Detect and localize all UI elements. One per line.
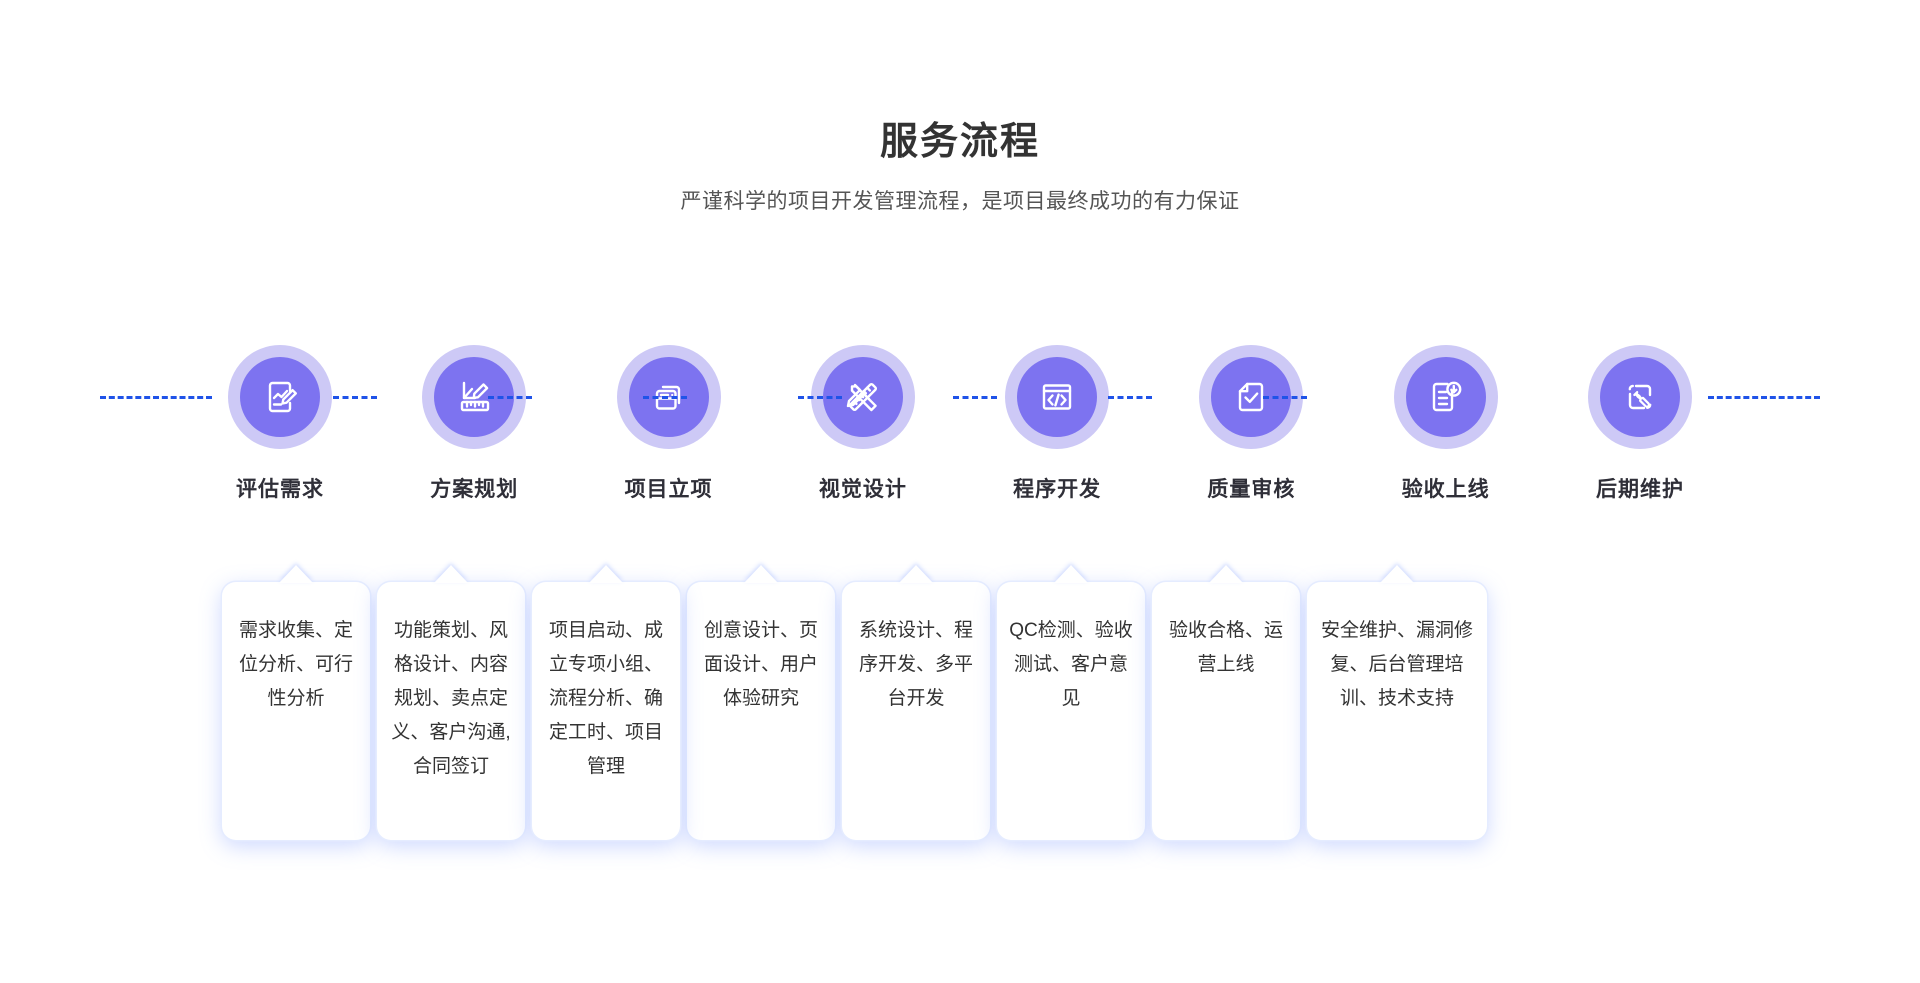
step-icon-ring-1 — [228, 345, 332, 449]
step-label-2: 方案规划 — [430, 478, 519, 501]
document-check-icon — [1230, 376, 1272, 418]
page-subtitle: 严谨科学的项目开发管理流程，是项目最终成功的有力保证 — [680, 190, 1240, 214]
step-item-7[interactable]: 验收上线 — [1383, 345, 1509, 503]
dashed-connector-5-6 — [953, 396, 997, 399]
dashed-connector-1-2 — [333, 396, 377, 399]
detail-card-text-8: 安全维护、漏洞修复、后台管理培训、技术支持 — [1320, 620, 1473, 709]
step-item-8[interactable]: 后期维护 — [1577, 345, 1703, 503]
step-label-8: 后期维护 — [1595, 478, 1684, 501]
detail-card-7[interactable]: 验收合格、运营上线 — [1152, 582, 1300, 840]
detail-card-3[interactable]: 项目启动、成立专项小组、流程分析、确定工时、项目管理 — [532, 582, 680, 840]
step-item-1[interactable]: 评估需求 — [217, 345, 343, 503]
detail-card-5[interactable]: 系统设计、程序开发、多平台开发 — [842, 582, 990, 840]
detail-card-2[interactable]: 功能策划、风格设计、内容规划、卖点定义、客户沟通,合同签订 — [377, 582, 525, 840]
detail-card-text-5: 系统设计、程序开发、多平台开发 — [858, 620, 973, 709]
dashed-connector-left-rail — [100, 396, 212, 399]
detail-card-text-3: 项目启动、成立专项小组、流程分析、确定工时、项目管理 — [548, 620, 663, 777]
step-item-4[interactable]: 视觉设计 — [800, 345, 926, 503]
dashed-connector-6-7 — [1108, 396, 1152, 399]
pencil-ruler-cross-icon — [842, 376, 884, 418]
detail-card-text-7: 验收合格、运营上线 — [1168, 620, 1283, 675]
step-icon-disc-4 — [822, 357, 903, 437]
detail-card-4[interactable]: 创意设计、页面设计、用户体验研究 — [687, 582, 835, 840]
detail-card-text-1: 需求收集、定位分析、可行性分析 — [238, 620, 353, 709]
step-icon-ring-2 — [422, 345, 527, 449]
step-item-3[interactable]: 项目立项 — [606, 345, 732, 503]
step-label-1: 评估需求 — [236, 478, 324, 501]
step-item-6[interactable]: 质量审核 — [1188, 345, 1314, 503]
document-download-icon — [1425, 376, 1467, 418]
step-label-3: 项目立项 — [624, 478, 713, 501]
step-list: 评估需求 — [217, 345, 1703, 565]
document-chart-pencil-icon — [259, 376, 301, 418]
step-item-2[interactable]: 方案规划 — [411, 345, 537, 503]
step-icon-ring-3 — [616, 345, 721, 449]
screen-wrench-icon — [1619, 376, 1661, 418]
detail-card-text-6: QC检测、验收测试、客户意见 — [1009, 620, 1133, 709]
step-icon-ring-7 — [1393, 345, 1498, 449]
dashed-connector-7-8 — [1263, 396, 1307, 399]
step-icon-disc-7 — [1405, 357, 1486, 437]
step-label-5: 程序开发 — [1013, 478, 1102, 501]
detail-card-text-4: 创意设计、页面设计、用户体验研究 — [703, 620, 818, 709]
step-item-5[interactable]: 程序开发 — [994, 345, 1120, 503]
process-flow: 评估需求 — [0, 345, 1920, 565]
step-icon-disc-1 — [240, 357, 320, 437]
step-icon-ring-8 — [1587, 345, 1692, 449]
step-icon-disc-5 — [1017, 357, 1098, 437]
step-label-6: 质量审核 — [1207, 478, 1296, 501]
dashed-connector-2-3 — [488, 396, 532, 399]
detail-card-8[interactable]: 安全维护、漏洞修复、后台管理培训、技术支持 — [1307, 582, 1487, 840]
step-label-4: 视觉设计 — [818, 478, 907, 501]
ruler-pencil-chart-icon — [453, 376, 495, 418]
header: 服务流程 严谨科学的项目开发管理流程，是项目最终成功的有力保证 — [0, 118, 1920, 217]
detail-card-list: 需求收集、定位分析、可行性分析 功能策划、风格设计、内容规划、卖点定义、客户沟通… — [222, 565, 1700, 845]
dashed-connector-right-rail — [1708, 396, 1820, 399]
detail-card-text-2: 功能策划、风格设计、内容规划、卖点定义、客户沟通,合同签订 — [391, 620, 511, 777]
step-icon-disc-8 — [1599, 357, 1680, 437]
detail-card-6[interactable]: QC检测、验收测试、客户意见 — [997, 582, 1145, 840]
dashed-connector-3-4 — [643, 396, 687, 399]
dashed-connector-4-5 — [798, 396, 842, 399]
step-label-7: 验收上线 — [1401, 478, 1490, 501]
step-icon-ring-5 — [1005, 345, 1110, 449]
code-browser-icon — [1036, 376, 1078, 418]
page-title: 服务流程 — [879, 121, 1040, 163]
detail-card-1[interactable]: 需求收集、定位分析、可行性分析 — [222, 582, 370, 840]
